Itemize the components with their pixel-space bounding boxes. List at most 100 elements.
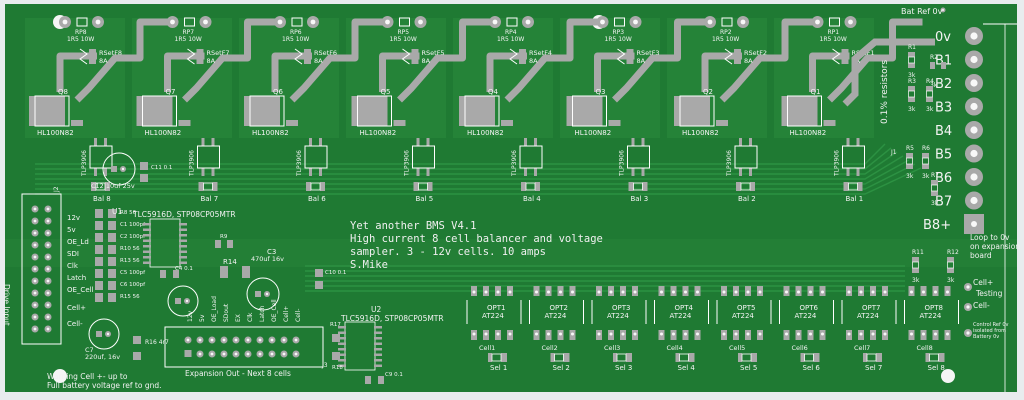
passive-pad (95, 281, 103, 290)
c9-pad (365, 376, 371, 384)
passive-label: R10 56 (120, 246, 140, 252)
pin-hole (758, 290, 762, 294)
pin-hole (633, 290, 637, 294)
pin-hole (672, 290, 675, 294)
copper-pour-band (5, 239, 1017, 267)
ic-pin (374, 359, 382, 362)
expansion-pin-label: OE_Cell (271, 299, 278, 322)
c3-value: 470uf 16v (251, 255, 284, 263)
resistor-pad (926, 86, 933, 91)
resistor-pad-hole (633, 19, 638, 25)
ic-pin (179, 245, 187, 248)
opt-part: AT224 (920, 312, 942, 320)
resistor-pad (930, 62, 935, 69)
header-pin-hole (46, 291, 50, 295)
sel-pad (688, 353, 695, 362)
j3-ref: J3 (321, 362, 328, 369)
sel-pad (501, 353, 507, 362)
opto-pin (534, 168, 537, 176)
mosfet-tab (244, 96, 280, 126)
pin-hole (633, 332, 637, 336)
rp-outline (291, 17, 303, 27)
rset-value: 8A (314, 57, 323, 65)
ic-pin (338, 342, 346, 345)
passive-pad (95, 233, 103, 242)
bal-label: Bal 2 (738, 195, 756, 203)
fuse-pad (304, 49, 311, 64)
sel-pad (863, 353, 867, 362)
resistor-pad-hole (848, 19, 853, 25)
opto-pin (416, 168, 420, 176)
sel-outline (741, 353, 752, 362)
terminal-pad-hole (970, 55, 978, 64)
opto-outline (627, 145, 650, 169)
bal-resistor-outline (310, 182, 321, 191)
pin-hole (922, 332, 925, 336)
bal-resistor-pad (642, 182, 648, 191)
ic-pin (143, 256, 151, 259)
pin-hole (871, 332, 875, 336)
cell-label: Cell7 (854, 344, 870, 352)
rset-ref: RSetF7 (207, 49, 230, 57)
pin-hole (559, 290, 562, 294)
rp-ref: RP6 (290, 29, 302, 36)
mosfet-pad (608, 120, 621, 126)
resistor-ref: R7 (931, 172, 939, 179)
passive-label: C5 100pf (120, 270, 146, 276)
expansion-pin-label: 5v (199, 314, 206, 322)
resistor-pad-hole (95, 19, 101, 25)
pin-hole (809, 332, 812, 336)
resistor-value: 3k (947, 277, 955, 284)
r18-ref: R18 (332, 365, 343, 371)
title-line-1: Yet another BMS V4.1 (350, 220, 477, 232)
pin-hole (883, 290, 887, 294)
expansion-pin-label: Cell+ (283, 306, 290, 322)
rp-outline (614, 17, 625, 27)
pin-hole (797, 332, 800, 336)
pin-hole (621, 332, 625, 336)
opto-outline (842, 145, 865, 169)
signal-trace (35, 155, 904, 180)
pin-hole (597, 290, 601, 294)
pin-hole (571, 332, 574, 336)
fuse-pad (626, 49, 634, 64)
pin-hole (684, 290, 687, 294)
resistor-pad-hole (600, 19, 605, 25)
terminal-label-B1: B1 (935, 54, 952, 69)
passive-pad (108, 269, 116, 278)
terminal-label-B8+: B8+ (923, 218, 951, 233)
drive-pin-label: Latch (67, 274, 86, 282)
ic-pin (338, 364, 346, 367)
resistor-pad (931, 180, 938, 185)
rp-ref: RP5 (398, 29, 410, 36)
opt-ref: OPT4 (675, 304, 694, 312)
opto-pin (846, 168, 850, 176)
ic-pin (338, 331, 346, 334)
resistor-pad-hole (62, 19, 68, 25)
pin-hole (672, 332, 675, 336)
expansion-pin-label: Clk (247, 312, 254, 322)
resistor-pad-hole (385, 19, 390, 25)
bal-label: Bal 8 (93, 195, 111, 203)
passive-pad (95, 209, 103, 218)
resistor-pad (912, 257, 919, 262)
ic-pin (374, 348, 382, 351)
sel-pad (876, 353, 882, 362)
resistor-pad-hole (310, 19, 316, 25)
mosfet-pad (716, 120, 728, 126)
pin-hole (684, 332, 687, 336)
testpoint-cell-minus-label: Cell- (973, 301, 990, 310)
mosfet-part: HL100N82 (252, 129, 289, 137)
mosfet-ref: Q2 (703, 88, 713, 96)
c3-ref: C3 (267, 248, 276, 256)
cell-label: Cell1 (479, 344, 495, 352)
c3-outline (167, 285, 199, 317)
rp-value: 1R5 10W (67, 36, 94, 43)
j2-ref: J2 (53, 186, 60, 193)
rset-value: 8A (637, 57, 646, 65)
resistor-value: 3k (930, 82, 938, 89)
testing-label: Testing (976, 289, 1003, 298)
bal-resistor-pad (628, 182, 634, 191)
rp-ref: RP7 (183, 29, 195, 36)
fuse-symbol (186, 48, 196, 65)
